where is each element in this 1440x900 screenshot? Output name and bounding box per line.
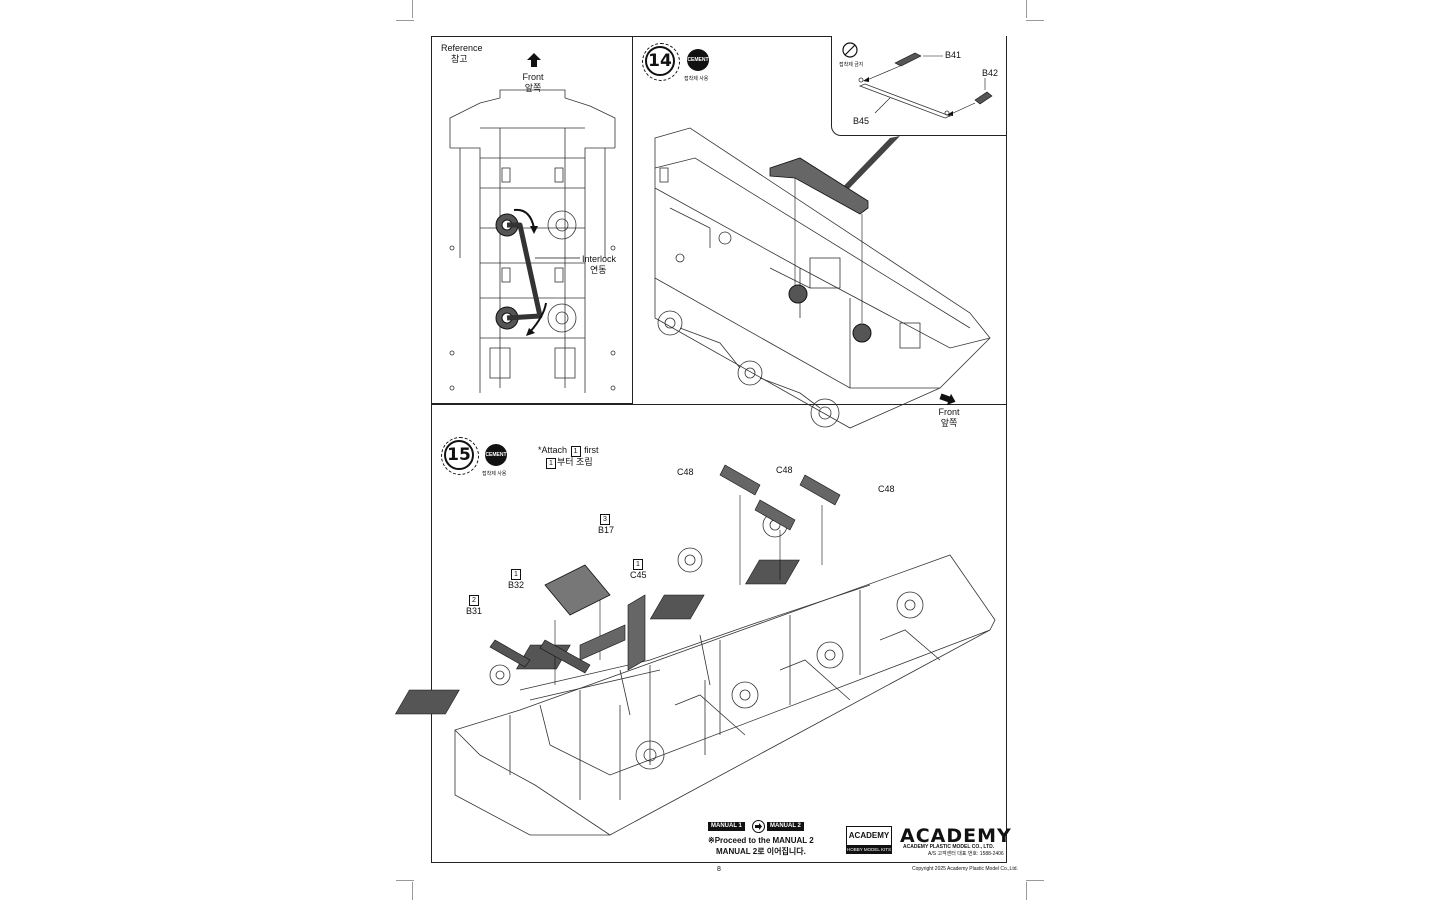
part-c48-label: C48 <box>776 465 793 475</box>
part-b31-label: 2 B31 <box>466 595 483 616</box>
step-14-front-label: Front 앞쪽 <box>938 407 960 428</box>
proceed-note-en: ※Proceed to the MANUAL 2 <box>708 836 814 845</box>
crop-mark <box>1026 882 1027 900</box>
no-cement-icon <box>842 42 858 58</box>
instruction-sheet <box>431 36 1007 863</box>
part-b17-label: 3 B17 <box>598 514 615 535</box>
crop-mark <box>396 880 414 881</box>
part-c45-label: 1 C45 <box>630 559 647 580</box>
arrow-right-icon <box>752 820 765 833</box>
cement-icon: CEMENT <box>687 49 709 71</box>
crop-mark <box>396 20 414 21</box>
box-number: 1 <box>511 569 521 580</box>
part-c48-label: C48 <box>677 467 694 477</box>
part-c48-label: C48 <box>878 484 895 494</box>
box-number: 1 <box>570 446 581 457</box>
service-number: A/S 고객센터 대표 번호: 1588-2406 <box>928 851 1004 857</box>
up-arrow-icon <box>527 53 541 67</box>
manual-2-tag: MANUAL 2 <box>767 822 804 831</box>
crop-mark <box>1026 880 1044 881</box>
front-arrow-icon <box>939 393 956 405</box>
academy-badge-logo: ACADEMY HOBBY MODEL KITS <box>846 826 892 854</box>
step-15-number: 15 <box>441 437 479 475</box>
reference-title: Reference 참고 <box>441 43 483 64</box>
box-number: 2 <box>469 595 479 606</box>
chassis-underside-drawing <box>449 89 616 393</box>
box-number: 1 <box>546 458 556 469</box>
crop-mark <box>412 0 413 18</box>
bracket-parts-drawing <box>858 52 993 119</box>
box-number: 3 <box>600 514 610 525</box>
step-14-hull-drawing <box>654 127 991 429</box>
crop-mark <box>412 882 413 900</box>
step-divider <box>431 404 1007 405</box>
interlock-label: Interlock 연동 <box>582 254 617 275</box>
step-14-number: 14 <box>642 43 680 81</box>
copyright: Copyright 2025 Academy Plastic Model Co.… <box>912 866 1018 872</box>
cement-icon: CEMENT <box>485 444 507 466</box>
part-b41-label: B41 <box>945 50 962 60</box>
step-15-hull-drawing <box>394 464 996 836</box>
crop-mark <box>1026 0 1027 18</box>
no-cement-label: 접착제 금지 <box>839 62 864 68</box>
proceed-note-ko: MANUAL 2로 이어집니다. <box>716 847 806 856</box>
part-b32-label: 1 B32 <box>508 569 525 590</box>
cement-label: 접착제 사용 <box>482 471 507 477</box>
crop-mark <box>1026 20 1044 21</box>
reference-front-label: Front 앞쪽 <box>522 72 544 93</box>
box-number: 1 <box>633 559 643 570</box>
academy-brand-logo: ACADEMY <box>900 825 1012 847</box>
manual-1-tag: MANUAL 1 <box>708 822 745 831</box>
brand-company-name: ACADEMY PLASTIC MODEL CO., LTD. <box>903 844 995 850</box>
part-b45-label: B45 <box>853 116 870 126</box>
part-b42-label: B42 <box>982 68 999 78</box>
page-number: 8 <box>717 866 721 873</box>
cement-label: 접착제 사용 <box>684 76 709 82</box>
